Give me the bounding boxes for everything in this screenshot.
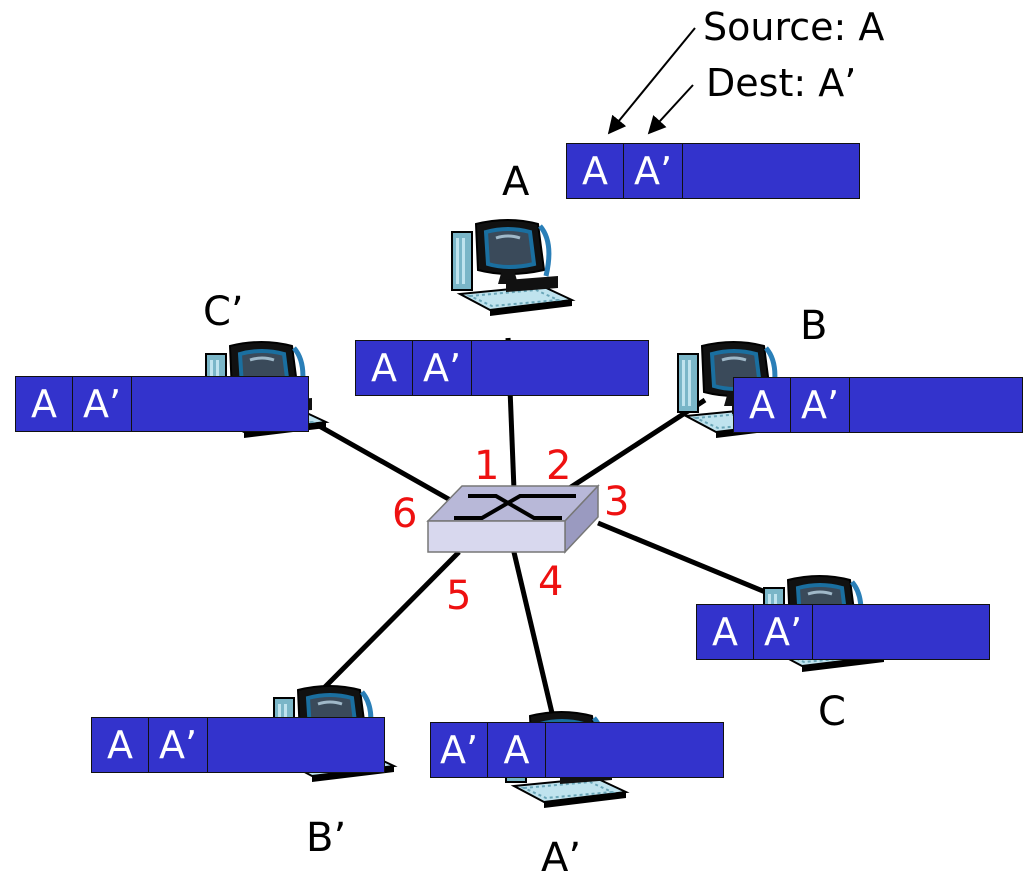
frame-source-field: A: [16, 377, 73, 431]
frame-payload: [683, 144, 859, 198]
port-label-6: 6: [392, 491, 418, 537]
link-C: [597, 520, 776, 599]
source-annotation: Source: A: [703, 5, 885, 49]
frame-on-link-A: A A’: [355, 340, 649, 396]
host-label-A: A: [502, 159, 530, 205]
port-label-1: 1: [474, 443, 500, 489]
frame-payload: [208, 718, 384, 772]
frame-dest-field: A’: [754, 605, 813, 659]
frame-dest-field: A’: [791, 378, 850, 432]
port-label-5: 5: [446, 573, 472, 619]
port-label-4: 4: [538, 559, 564, 605]
frame-payload: [472, 341, 648, 395]
port-label-3: 3: [604, 479, 630, 525]
frame-source-field: A: [697, 605, 754, 659]
host-label-B-prime: B’: [306, 815, 347, 861]
frame-dest-field: A’: [73, 377, 132, 431]
switch-icon: [426, 484, 600, 554]
host-label-A-prime: A’: [541, 835, 582, 881]
frame-dest-field: A’: [413, 341, 472, 395]
link-A-prime: [510, 547, 555, 714]
host-label-B: B: [800, 303, 828, 349]
frame-payload: [850, 378, 1022, 432]
frame-source-field: A: [356, 341, 413, 395]
frame-payload: [813, 605, 989, 659]
link-C-prime: [303, 415, 454, 504]
dest-annotation: Dest: A’: [706, 61, 857, 105]
frame-source-field: A: [92, 718, 149, 772]
frame-source-field: A’: [431, 723, 488, 777]
frame-top: A A’: [566, 143, 860, 199]
frame-at-C: A A’: [696, 604, 990, 660]
frame-source-field: A: [734, 378, 791, 432]
frame-at-A-prime: A’ A: [430, 722, 724, 778]
host-label-C-prime: C’: [203, 289, 244, 335]
frame-payload: [546, 723, 723, 777]
host-label-C: C: [818, 689, 846, 735]
frame-dest-field: A’: [624, 144, 683, 198]
port-label-2: 2: [546, 443, 572, 489]
frame-at-B-prime: A A’: [91, 717, 385, 773]
source-arrow: [607, 27, 696, 135]
dest-arrow: [647, 84, 694, 135]
frame-dest-field: A: [488, 723, 546, 777]
links: [303, 337, 776, 714]
frame-source-field: A: [567, 144, 624, 198]
link-B-prime: [316, 550, 461, 696]
link-B: [566, 397, 707, 492]
host-A-computer-icon: [452, 220, 572, 316]
frame-at-B: A A’: [733, 377, 1023, 433]
frame-payload: [132, 377, 308, 431]
frame-at-C-prime: A A’: [15, 376, 309, 432]
frame-dest-field: A’: [149, 718, 208, 772]
